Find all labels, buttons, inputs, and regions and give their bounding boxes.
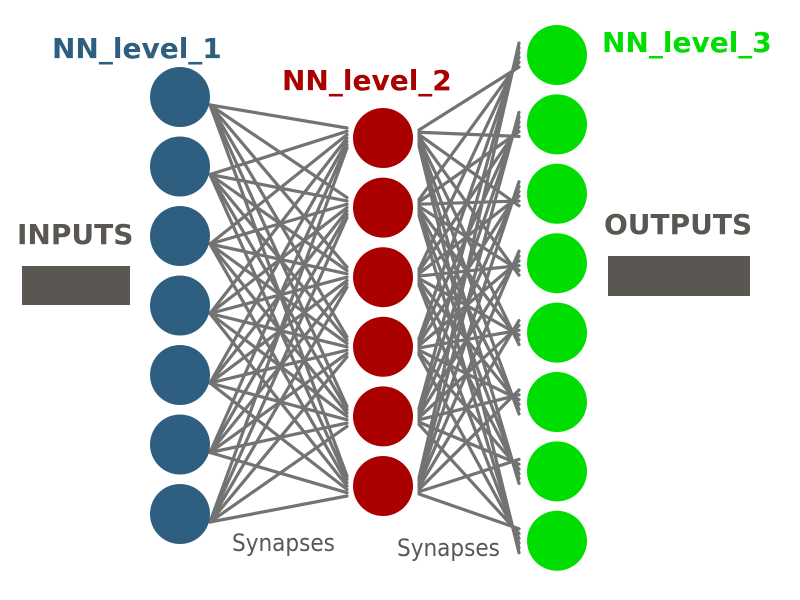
synapse-l1-l2: [208, 103, 349, 130]
outputs-label: OUTPUTS: [604, 208, 753, 241]
synapse-l2-l3: [417, 283, 521, 545]
inputs-bar: [22, 266, 130, 305]
neuron-level-2: [353, 316, 413, 377]
synapse-l1-l2: [208, 143, 349, 455]
layer-3-label: NN_level_3: [602, 26, 772, 59]
synapse-l2-l3: [417, 204, 521, 272]
synapse-l2-l3: [417, 130, 521, 138]
neuron-level-3: [527, 441, 587, 502]
synapses-group: [208, 41, 521, 555]
neuron-level-1: [150, 67, 210, 127]
synapse-l2-l3: [417, 209, 521, 411]
neuron-level-1: [150, 206, 210, 266]
synapses-label-1: Synapses: [232, 529, 335, 557]
synapse-l1-l2: [208, 494, 349, 524]
neuron-level-1: [150, 136, 210, 197]
synapse-l2-l3: [417, 457, 521, 494]
neuron-level-3: [527, 510, 587, 571]
synapse-l2-l3: [417, 55, 521, 271]
synapse-l1-l2: [208, 133, 349, 246]
neurons-group: [150, 25, 587, 571]
layer-1-label: NN_level_1: [52, 32, 222, 65]
synapse-l1-l2: [208, 355, 349, 524]
neuron-level-1: [150, 345, 210, 405]
neuron-level-1: [150, 484, 210, 544]
synapse-l2-l3: [417, 180, 521, 485]
synapse-l2-l3: [417, 353, 521, 541]
neuron-level-3: [527, 25, 587, 85]
neuron-level-3: [527, 163, 587, 224]
synapse-l2-l3: [417, 249, 521, 487]
neuron-level-1: [150, 414, 210, 475]
synapse-l2-l3: [417, 41, 521, 480]
synapse-l2-l3: [417, 139, 521, 416]
neuron-level-2: [353, 247, 413, 308]
neuron-level-2: [353, 108, 413, 168]
neuron-level-2: [353, 456, 413, 516]
synapse-l2-l3: [417, 46, 521, 410]
synapse-l2-l3: [417, 50, 521, 341]
synapse-l2-l3: [417, 137, 521, 347]
synapse-l2-l3: [417, 110, 521, 482]
neuron-level-3: [527, 94, 587, 155]
synapse-l2-l3: [417, 319, 521, 489]
inputs-label: INPUTS: [17, 218, 134, 251]
synapse-l1-l2: [208, 146, 349, 524]
synapse-l2-l3: [417, 264, 521, 278]
synapse-l2-l3: [417, 211, 521, 481]
synapse-l2-l3: [417, 135, 521, 277]
synapse-l1-l2: [208, 129, 349, 177]
neuron-level-2: [353, 177, 413, 238]
neuron-level-3: [527, 233, 587, 294]
layer-2-label: NN_level_2: [282, 64, 452, 97]
outputs-bar: [608, 256, 750, 296]
synapse-l2-l3: [417, 281, 521, 476]
synapse-l1-l2: [208, 216, 349, 524]
synapse-l2-l3: [417, 60, 521, 202]
synapse-l2-l3: [417, 132, 521, 208]
synapse-l1-l2: [208, 424, 349, 524]
synapses-label-2: Synapses: [397, 534, 500, 562]
synapse-l2-l3: [417, 388, 521, 492]
synapse-l1-l2: [208, 285, 349, 524]
synapse-l1-l2: [208, 139, 349, 385]
neuron-level-3: [527, 302, 587, 363]
neuron-level-3: [527, 372, 587, 432]
neuron-level-2: [353, 386, 413, 447]
neuron-level-1: [150, 275, 210, 336]
synapse-l1-l2: [208, 136, 349, 316]
synapse-l2-l3: [417, 65, 521, 132]
synapse-l2-l3: [417, 492, 521, 531]
synapse-l2-l3: [417, 199, 521, 206]
